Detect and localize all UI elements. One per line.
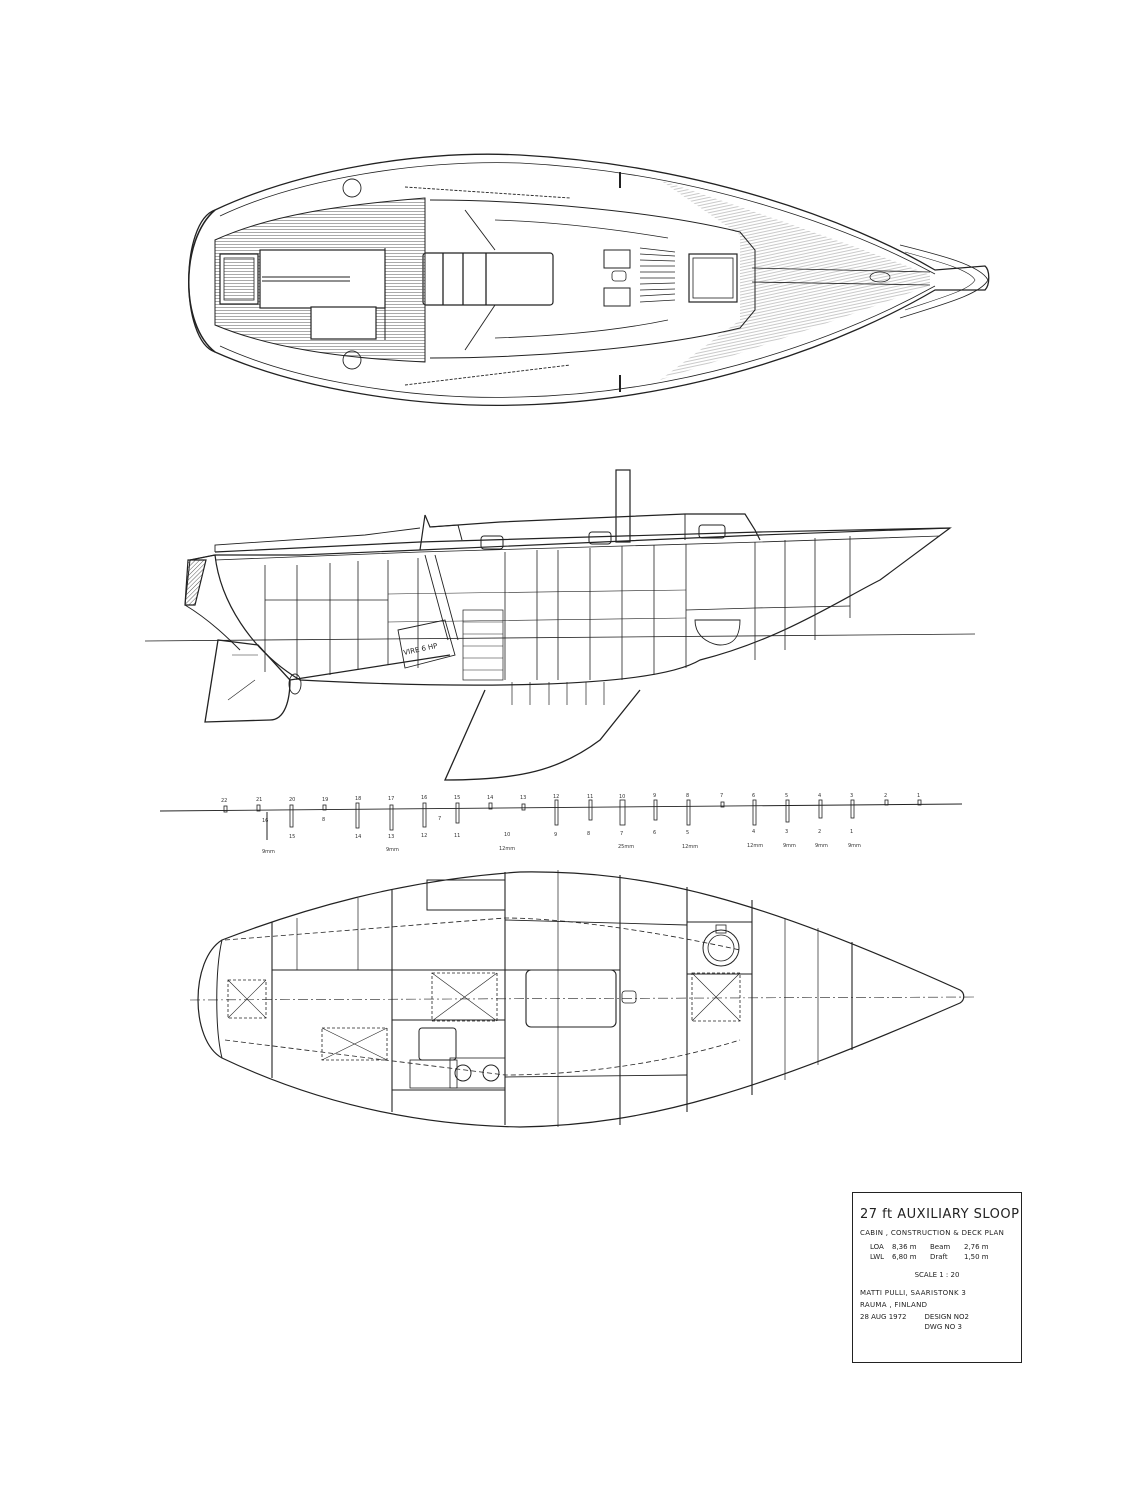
svg-text:11: 11 xyxy=(587,794,593,800)
engine-outline xyxy=(397,619,456,669)
svg-text:5: 5 xyxy=(785,793,788,799)
designer-location: RAUMA , FINLAND xyxy=(860,1301,928,1309)
svg-text:8: 8 xyxy=(322,817,325,823)
svg-text:6: 6 xyxy=(752,793,755,799)
stove-burner xyxy=(454,1064,472,1082)
title-block: 27 ft AUXILIARY SLOOP CABIN , CONSTRUCTI… xyxy=(852,1192,1022,1363)
drawing-date: 28 AUG 1972 xyxy=(860,1313,907,1321)
svg-text:8: 8 xyxy=(587,831,590,837)
toilet-bowl xyxy=(702,929,740,967)
svg-text:22: 22 xyxy=(221,798,227,804)
hull-outline xyxy=(188,153,990,406)
stove-burner xyxy=(482,1064,500,1082)
svg-text:9mm: 9mm xyxy=(783,843,796,849)
svg-text:9: 9 xyxy=(554,832,557,838)
svg-text:19: 19 xyxy=(322,797,328,803)
construction-profile xyxy=(144,469,976,781)
waterline xyxy=(144,633,976,642)
svg-text:9: 9 xyxy=(653,793,656,799)
svg-text:21: 21 xyxy=(256,797,262,803)
svg-text:12mm: 12mm xyxy=(747,843,763,849)
svg-text:3: 3 xyxy=(850,793,853,799)
drawing-subtitle: CABIN , CONSTRUCTION & DECK PLAN xyxy=(860,1229,1005,1237)
svg-text:10: 10 xyxy=(619,794,625,800)
svg-text:7: 7 xyxy=(620,831,623,837)
loa-label: LOA xyxy=(870,1243,884,1251)
svg-text:5: 5 xyxy=(686,830,689,836)
svg-text:11: 11 xyxy=(454,833,460,839)
accommodation-plan xyxy=(189,870,976,1128)
dimensions-table: LOA 8,36 m Beam 2,76 m LWL 6,80 m Draft … xyxy=(870,1243,1021,1261)
svg-text:14: 14 xyxy=(487,795,493,801)
svg-text:4: 4 xyxy=(752,829,755,835)
svg-text:2: 2 xyxy=(884,793,887,799)
svg-text:3: 3 xyxy=(785,829,788,835)
svg-text:12mm: 12mm xyxy=(499,846,515,852)
frame-station-labels: 22 21 20 19 18 17 16 15 14 13 12 11 10 9… xyxy=(221,793,920,855)
designer-name: MATTI PULLI, SAARISTONK 3 xyxy=(860,1289,967,1297)
dwg-number: DWG NO 3 xyxy=(924,1323,962,1331)
lwl-label: LWL xyxy=(870,1253,885,1261)
deck-vent-grille xyxy=(639,247,676,303)
svg-text:9mm: 9mm xyxy=(815,843,828,849)
beam-value: 2,76 m xyxy=(964,1243,989,1251)
svg-text:13: 13 xyxy=(520,795,526,801)
drawing-ref-row: 28 AUG 1972 DESIGN NO2 DWG NO 3 xyxy=(860,1313,1021,1331)
draft-label: Draft xyxy=(930,1253,948,1261)
svg-text:2: 2 xyxy=(818,829,821,835)
drawing-title: 27 ft AUXILIARY SLOOP xyxy=(860,1207,1020,1222)
drawing-numbers: DESIGN NO2 DWG NO 3 xyxy=(925,1313,969,1331)
svg-text:10: 10 xyxy=(504,832,510,838)
svg-text:18: 18 xyxy=(355,796,361,802)
lwl-value: 6,80 m xyxy=(892,1253,917,1261)
hull-profile xyxy=(189,527,952,686)
svg-text:7: 7 xyxy=(438,816,441,822)
svg-text:12: 12 xyxy=(421,833,427,839)
svg-text:13: 13 xyxy=(388,834,394,840)
saloon-table xyxy=(525,969,617,1028)
beam-label: Beam xyxy=(930,1243,951,1251)
svg-text:1: 1 xyxy=(917,793,920,799)
draft-value: 1,50 m xyxy=(964,1253,989,1261)
svg-text:16: 16 xyxy=(262,818,268,824)
svg-text:15: 15 xyxy=(289,834,295,840)
svg-text:9mm: 9mm xyxy=(262,849,275,855)
svg-text:14: 14 xyxy=(355,834,361,840)
svg-text:6: 6 xyxy=(653,830,656,836)
svg-text:20: 20 xyxy=(289,797,295,803)
drawing-scale: SCALE 1 : 20 xyxy=(914,1271,960,1279)
svg-text:17: 17 xyxy=(388,796,394,802)
engine-label: VIRE 6 HP xyxy=(403,642,438,657)
svg-text:4: 4 xyxy=(818,793,821,799)
keel xyxy=(443,689,641,781)
svg-text:12: 12 xyxy=(553,794,559,800)
hull-plan-outline xyxy=(197,871,965,1128)
svg-text:16: 16 xyxy=(421,795,427,801)
design-number: DESIGN NO2 xyxy=(924,1313,969,1321)
svg-text:9mm: 9mm xyxy=(386,847,399,853)
svg-text:15: 15 xyxy=(454,795,460,801)
svg-text:9mm: 9mm xyxy=(848,843,861,849)
rudder xyxy=(204,639,291,723)
loa-value: 8,36 m xyxy=(892,1243,917,1251)
deck-plan xyxy=(188,153,990,406)
svg-text:8: 8 xyxy=(686,793,689,799)
svg-text:25mm: 25mm xyxy=(618,844,634,850)
frame-stations xyxy=(159,799,963,840)
svg-text:1: 1 xyxy=(850,829,853,835)
svg-text:7: 7 xyxy=(720,793,723,799)
svg-text:12mm: 12mm xyxy=(682,844,698,850)
